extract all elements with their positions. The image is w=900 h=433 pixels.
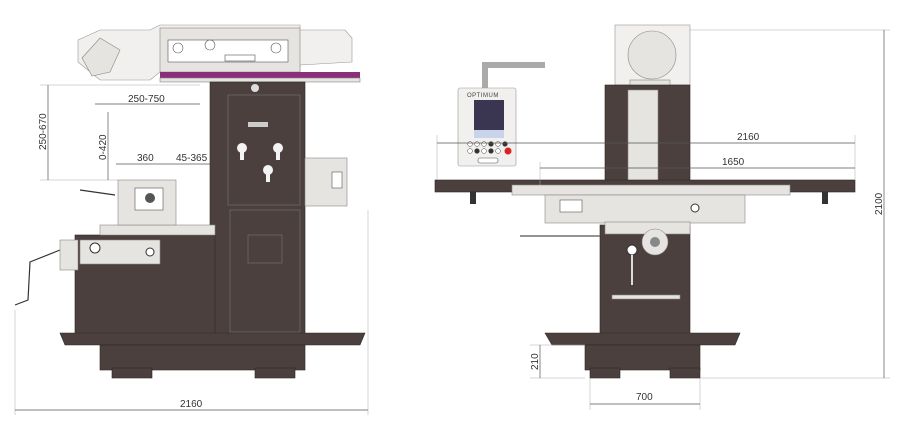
front-dimensions: 2160 1650 2100 210 700 bbox=[436, 29, 890, 410]
ram-head bbox=[77, 24, 361, 83]
dim-overall-length: 2160 bbox=[180, 399, 203, 410]
base bbox=[59, 332, 366, 379]
dim-base-width: 700 bbox=[636, 392, 653, 403]
dim-table-width: 360 bbox=[137, 153, 154, 164]
control-panel: OPTIMUM bbox=[457, 87, 517, 167]
column bbox=[209, 81, 348, 336]
dim-ram-travel: 250-750 bbox=[128, 94, 165, 105]
emergency-stop-icon bbox=[504, 147, 512, 155]
front-view: OPTIMUM bbox=[434, 24, 890, 410]
dim-knee-travel: 0-420 bbox=[98, 134, 109, 160]
brand-logo: OPTIMUM bbox=[467, 93, 499, 99]
dim-overall-height: 2100 bbox=[874, 192, 885, 215]
dim-table-travel: 1650 bbox=[722, 157, 745, 168]
side-dimensions: 250-670 0-420 250-750 360 45-365 2160 bbox=[14, 84, 369, 415]
dim-table-length: 2160 bbox=[737, 132, 760, 143]
knee-table bbox=[14, 179, 216, 336]
dim-cross-travel: 45-365 bbox=[176, 153, 208, 164]
dim-spindle-to-table: 250-670 bbox=[38, 113, 49, 150]
side-view: 250-670 0-420 250-750 360 45-365 2160 bbox=[14, 24, 369, 415]
dim-base-height: 210 bbox=[530, 353, 541, 370]
stripe bbox=[160, 72, 360, 78]
base bbox=[544, 332, 741, 379]
